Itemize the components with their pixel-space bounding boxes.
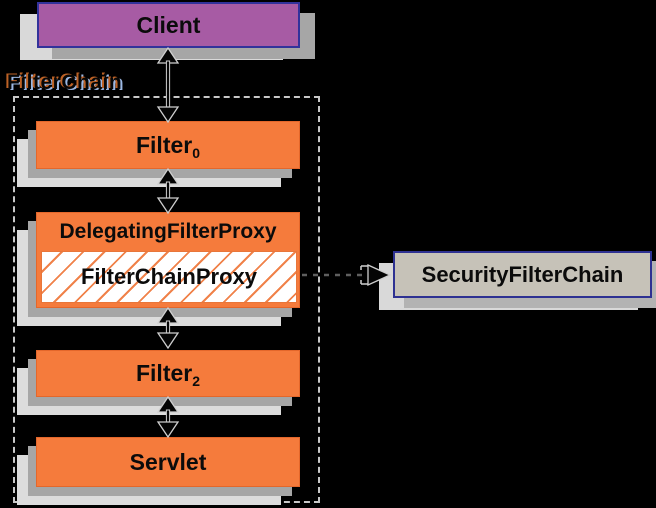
client-label: Client (136, 11, 201, 38)
filter-chain-proxy-node: FilterChainProxy (41, 251, 297, 303)
filter2-servlet-arrow (156, 396, 180, 438)
servlet-label: Servlet (129, 448, 207, 475)
filter0-node: Filter0 (36, 121, 300, 169)
security-filter-chain-label: SecurityFilterChain (421, 261, 624, 287)
filterchainproxy-securityfilterchain-arrow (302, 263, 392, 287)
servlet-node: Servlet (36, 437, 300, 487)
delegating-filter-proxy-node: DelegatingFilterProxy FilterChainProxy (36, 212, 300, 308)
delegating-filter-proxy-label: DelegatingFilterProxy (59, 220, 277, 243)
filterchain-container-label: FilterChain (7, 71, 123, 94)
client-node: Client (37, 2, 300, 48)
security-filter-chain-node: SecurityFilterChain (393, 251, 652, 298)
filter2-node: Filter2 (36, 350, 300, 397)
client-filter0-arrow (156, 47, 180, 123)
filter-chain-proxy-label: FilterChainProxy (80, 264, 258, 289)
filter0-label: Filter0 (135, 131, 201, 161)
filter2-subscript: 2 (192, 373, 201, 389)
delegatingfilterproxy-filter2-arrow (156, 307, 180, 349)
filter0-subscript: 0 (192, 144, 201, 161)
filter0-delegatingfilterproxy-arrow (156, 168, 180, 214)
filter2-label: Filter2 (135, 360, 201, 389)
